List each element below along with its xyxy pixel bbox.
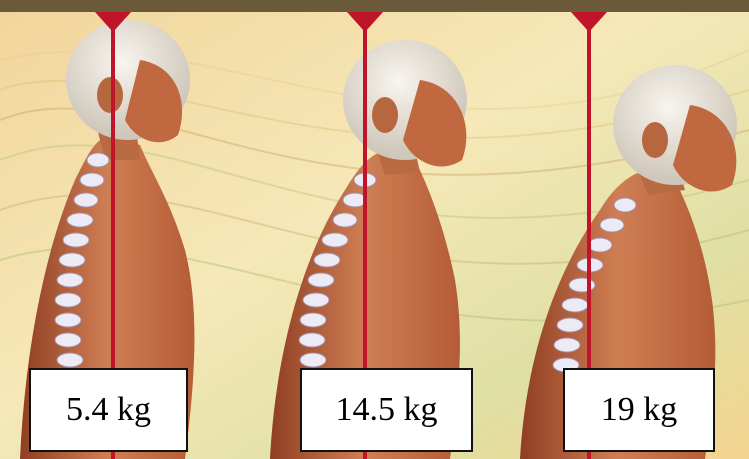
weight-label-3: 19 kg	[563, 368, 715, 452]
top-frame-bar	[0, 0, 749, 12]
weight-label-2: 14.5 kg	[300, 368, 473, 452]
weight-label-1: 5.4 kg	[29, 368, 188, 452]
